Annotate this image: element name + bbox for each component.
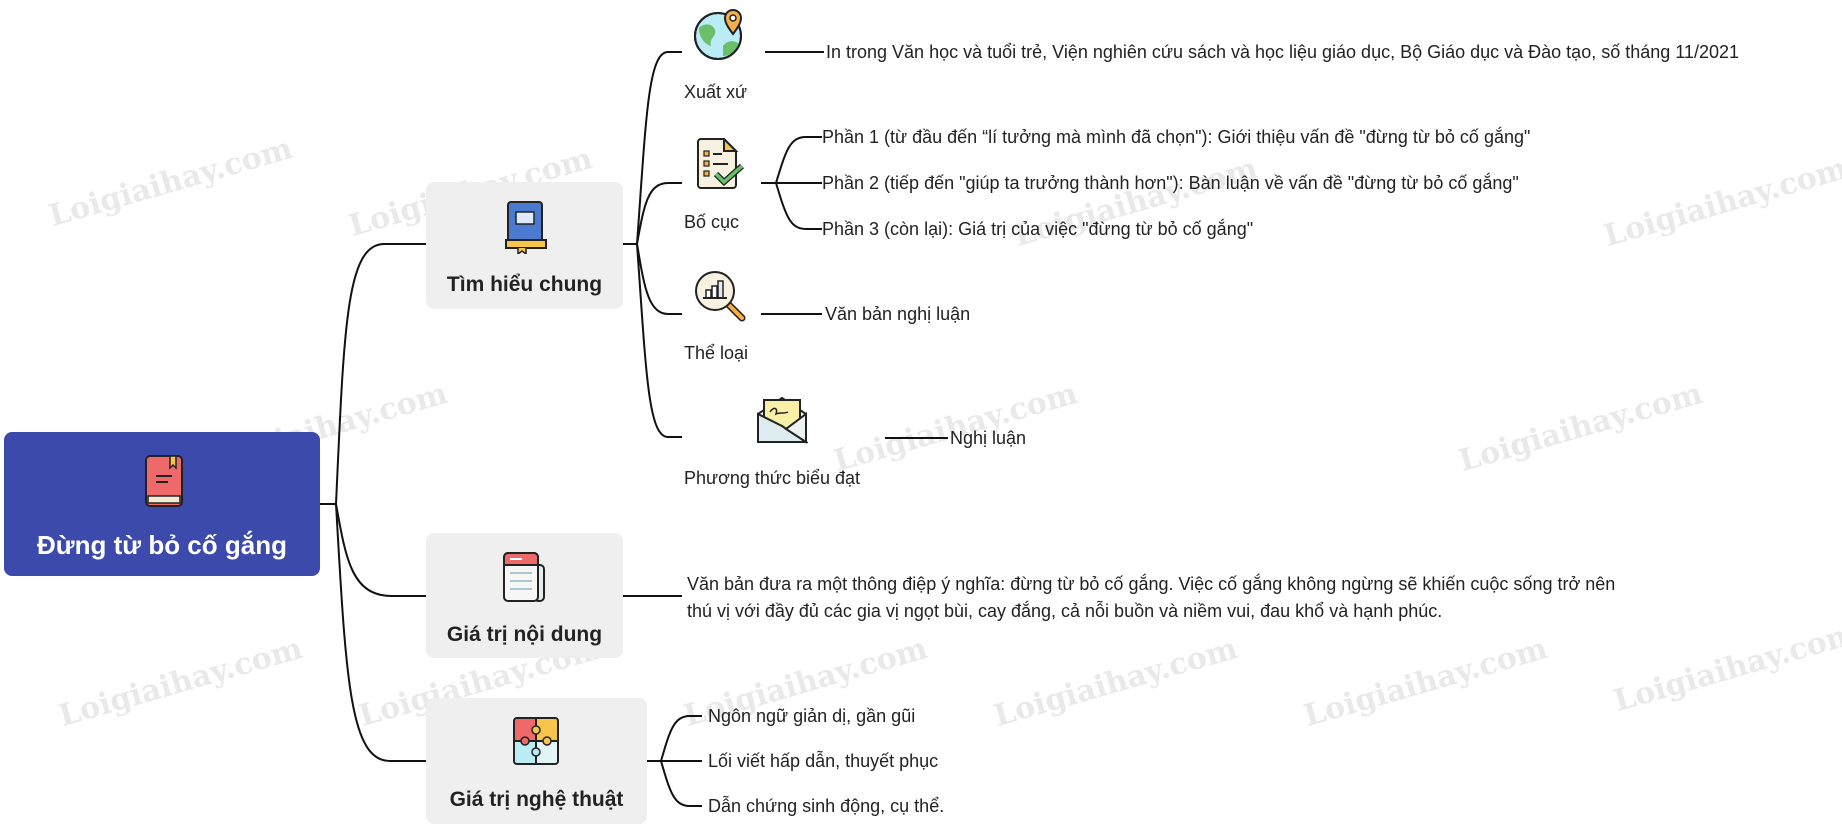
checklist-icon: [697, 138, 744, 189]
layout-part-1: Phần 1 (từ đầu đến “lí tưởng mà mình đã …: [822, 127, 1531, 147]
mode-text: Nghị luận: [950, 428, 1027, 448]
book-icon: [145, 455, 183, 507]
art-item-3: Dẫn chứng sinh động, cụ thể.: [708, 796, 945, 816]
origin-text: In trong Văn học và tuổi trẻ, Viện nghiê…: [826, 42, 1739, 62]
node-art[interactable]: Giá trị nghệ thuật: [426, 698, 647, 824]
magnifier-chart-icon: [695, 271, 746, 322]
globe-pin-icon: [694, 9, 743, 60]
layout-part-3: Phần 3 (còn lại): Giá trị của việc "đừng…: [822, 219, 1254, 239]
puzzle-icon: [513, 717, 559, 765]
mode-label: Phương thức biểu đạt: [684, 468, 861, 488]
content-line-2: thú vị với đầy đủ các gia vị ngọt bùi, c…: [687, 601, 1443, 621]
node-content[interactable]: Giá trị nội dung: [426, 533, 623, 658]
root-node[interactable]: Đừng từ bỏ cố gắng: [4, 432, 320, 576]
layout-part-2: Phần 2 (tiếp đến "giúp ta trưởng thành h…: [822, 173, 1519, 193]
art-item-1: Ngôn ngữ giản dị, gần gũi: [708, 706, 916, 726]
node-label: Tìm hiểu chung: [446, 273, 603, 296]
content-line-1: Văn bản đưa ra một thông điệp ý nghĩa: đ…: [687, 574, 1616, 594]
envelope-icon: [757, 396, 808, 444]
root-title: Đừng từ bỏ cố gắng: [37, 530, 287, 560]
genre-text: Văn bản nghị luận: [825, 304, 971, 324]
genre-label: Thể loại: [684, 343, 749, 363]
node-label: Giá trị nghệ thuật: [449, 788, 624, 811]
document-icon: [503, 552, 545, 602]
node-general[interactable]: Tìm hiểu chung: [426, 182, 623, 309]
origin-label: Xuất xứ: [684, 82, 748, 102]
book-stack-icon: [505, 201, 547, 254]
layout-label: Bố cục: [684, 212, 740, 232]
art-item-2: Lối viết hấp dẫn, thuyết phục: [708, 751, 939, 771]
node-label: Giá trị nội dung: [446, 623, 603, 646]
